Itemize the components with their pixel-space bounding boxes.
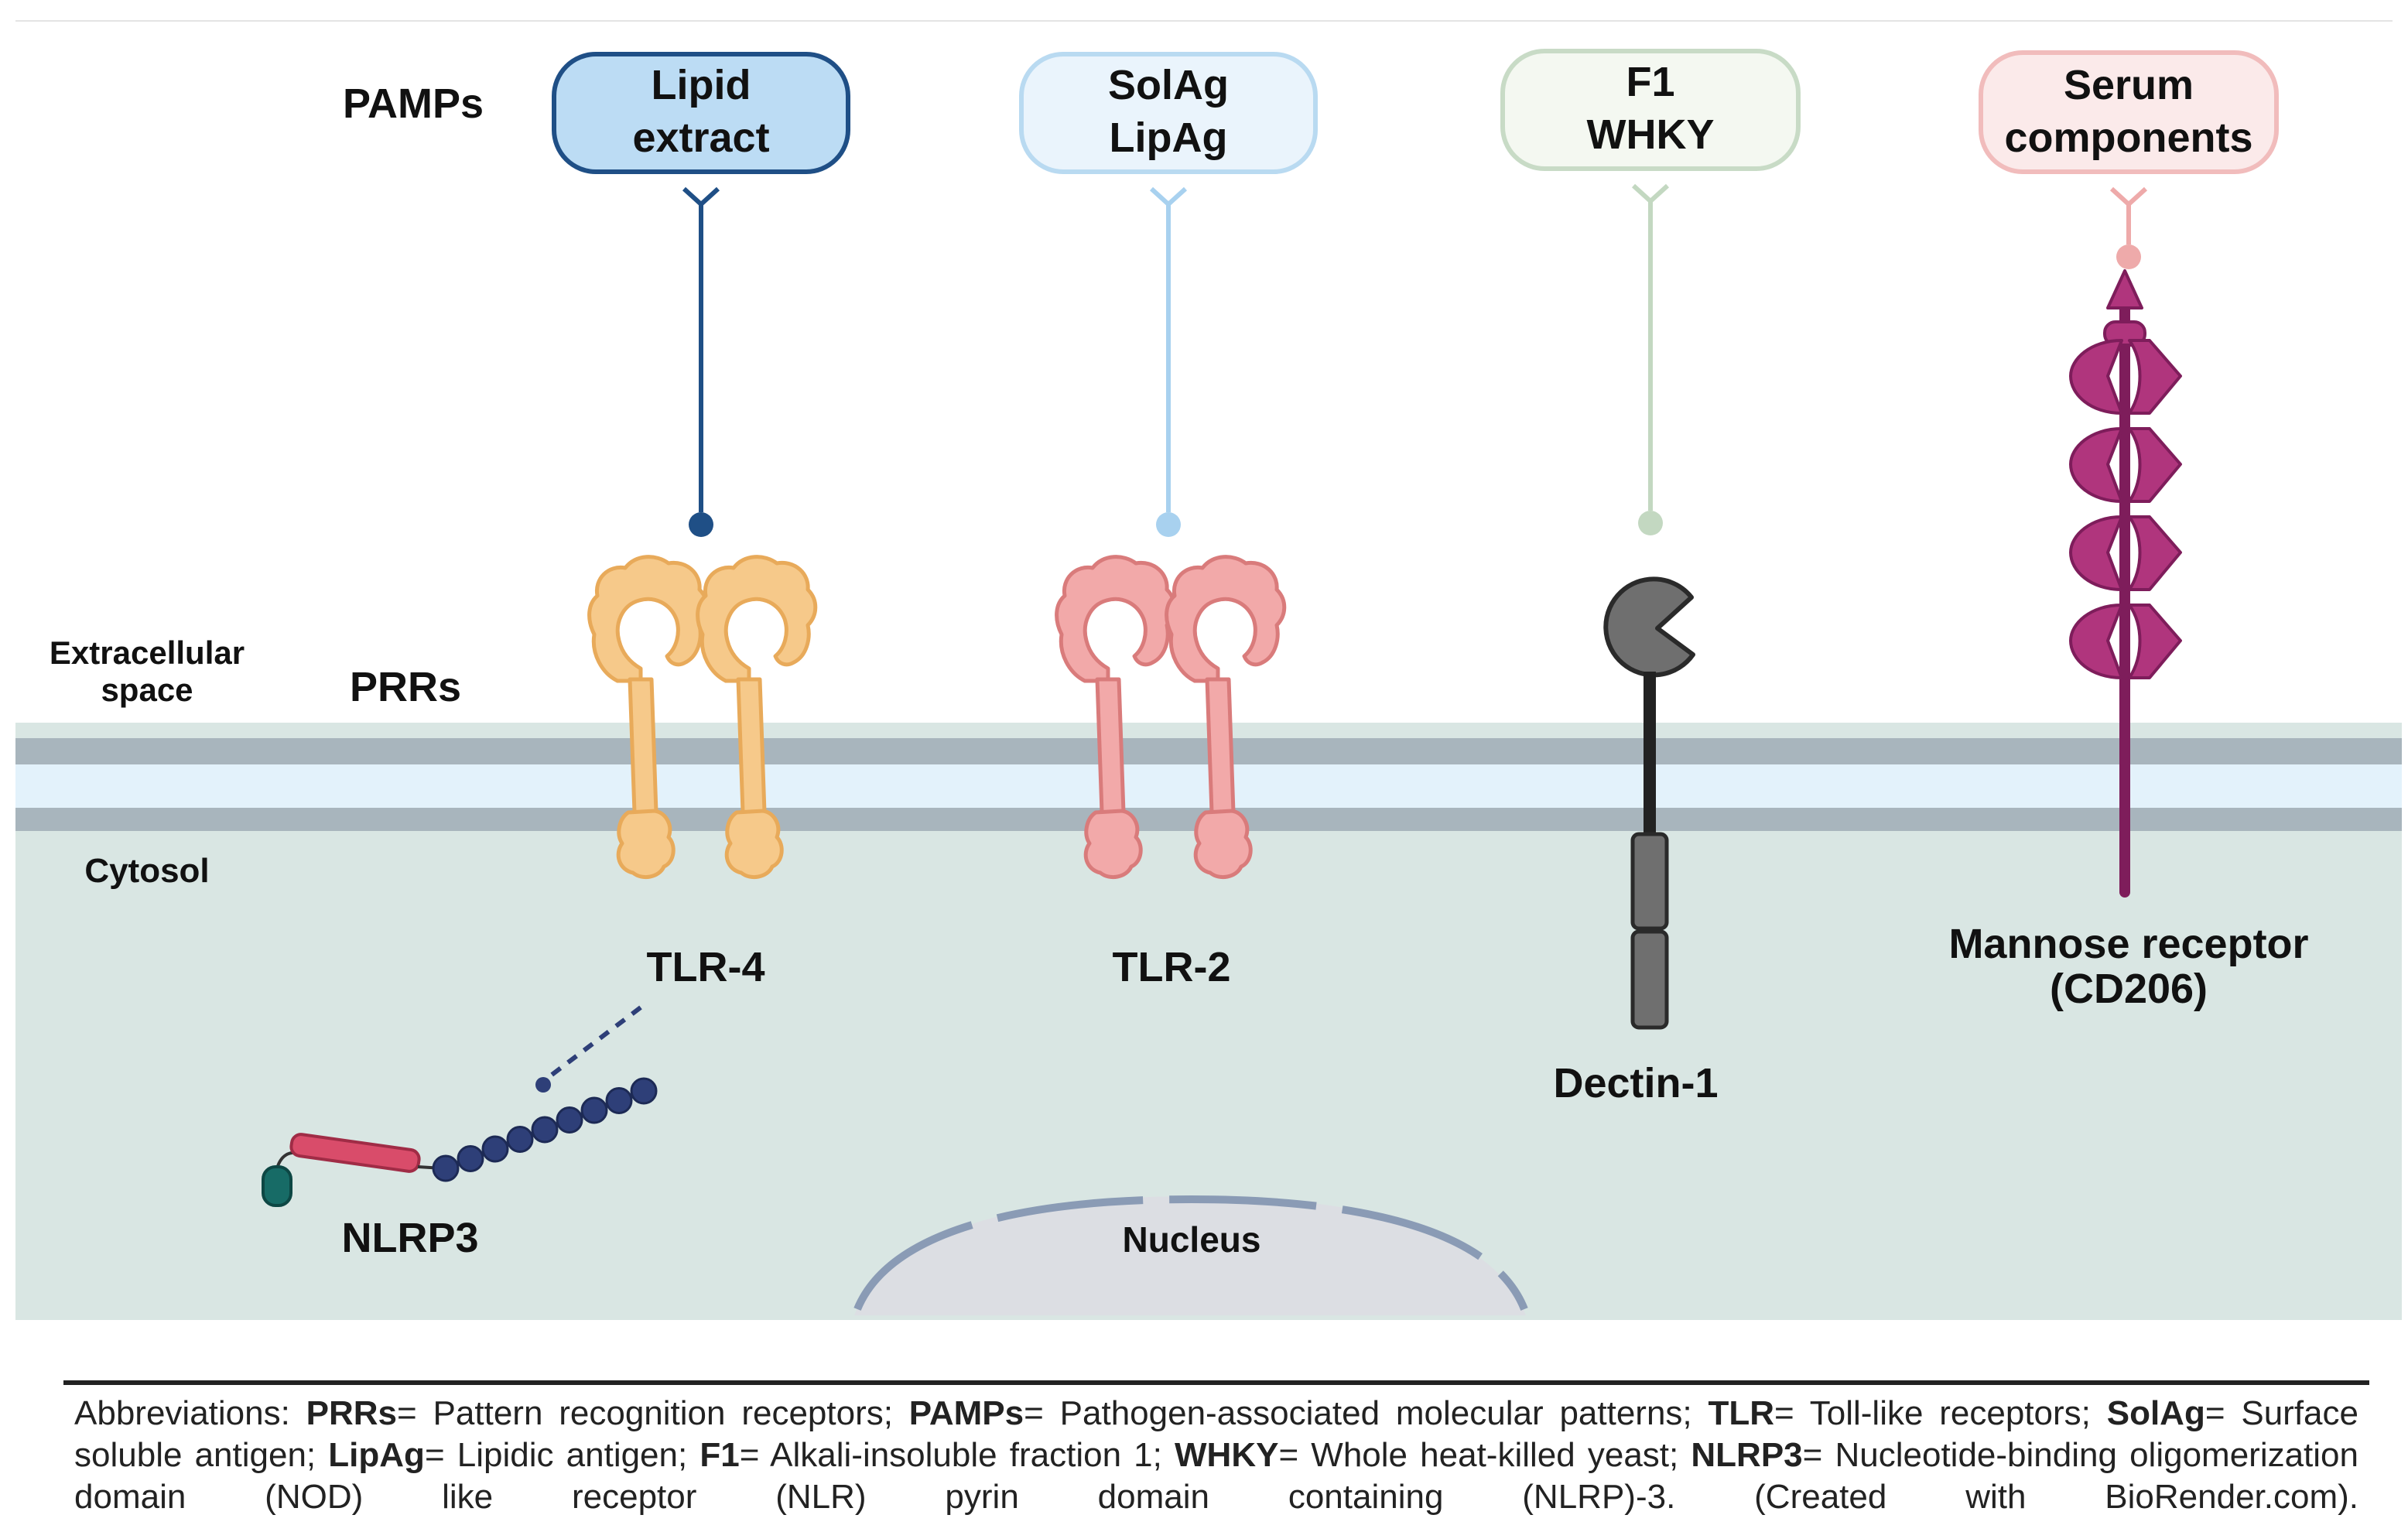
ligand-f1-whky-box [1500, 49, 1801, 171]
nlrp3-lrr-repeats [432, 1077, 658, 1182]
nucleus-shape [854, 1196, 1526, 1315]
ligand-lipid-extract-line1: Lipid [652, 62, 751, 108]
ligand-f1-whky: F1 WHKY [1500, 49, 1801, 535]
mannose-receptor-ctld-domains [2069, 339, 2182, 679]
ligand-solag-lipag: SolAg LipAg [1019, 52, 1318, 537]
dectin1-cytoplasmic-segment-1 [1630, 832, 1669, 931]
top-rule [15, 20, 2393, 22]
mannose-receptor [2069, 269, 2182, 898]
mannose-receptor-ctld-left [2069, 515, 2123, 591]
mannose-receptor-ctld-right [2128, 339, 2182, 415]
mannose-receptor-ctld-left [2069, 339, 2123, 415]
mannose-receptor-cysteine-rich-domain [2106, 269, 2143, 309]
mannose-receptor-ctld-left [2069, 427, 2123, 503]
mannose-receptor-ctld-right [2128, 427, 2182, 503]
tlr4-label: TLR-4 [647, 944, 765, 990]
prrs-label: PRRs [350, 664, 461, 710]
caption-text: = Pathogen-associated molecular patterns… [1024, 1394, 1709, 1432]
nlrp3-lrr-bead [432, 1154, 460, 1182]
caption-text: = Surface soluble antigen; [74, 1394, 2359, 1474]
caption-text: = Toll-like receptors; [1774, 1394, 2107, 1432]
mannose-receptor-ctld-right [2128, 604, 2182, 679]
ligand-serum-components-connector [2109, 186, 2148, 245]
ligand-serum-components: Serum components [1979, 50, 2279, 269]
caption-term: NLRP3 [1691, 1436, 1803, 1474]
nlrp3-lrr-bead [457, 1145, 484, 1172]
caption-text: = Alkali-insoluble fraction 1; [739, 1436, 1175, 1474]
mannose-receptor-ctld-right [2128, 515, 2182, 591]
nlrp3-lrr-bead [580, 1096, 608, 1124]
pamps-label: PAMPs [343, 80, 484, 127]
dectin1-label: Dectin-1 [1553, 1060, 1718, 1106]
nlrp3-lrr-bead [605, 1087, 633, 1114]
ligand-serum-components-box [1979, 50, 2279, 174]
extracellular-space-label-line2: space [101, 672, 193, 708]
nlrp3-lrr-bead [531, 1116, 559, 1144]
nlrp3-lrr-bead [630, 1077, 658, 1105]
ligand-solag-lipag-connector [1149, 186, 1188, 512]
caption-term: F1 [699, 1436, 740, 1474]
ligand-lipid-extract: Lipid extract [552, 52, 850, 537]
ligand-lipid-extract-binding-dot [689, 512, 713, 537]
ligand-f1-whky-line1: F1 [1626, 59, 1674, 105]
extracellular-space-label-line1: Extracellular [50, 634, 245, 671]
nlrp3-lrr-bead [506, 1126, 534, 1153]
ligand-f1-whky-connector [1631, 183, 1670, 511]
nlrp3-label: NLRP3 [341, 1215, 478, 1261]
ligand-solag-lipag-line2: LipAg [1110, 115, 1228, 161]
abbreviations-caption: Abbreviations: PRRs= Pattern recognition… [74, 1393, 2358, 1518]
ligand-serum-components-line2: components [2004, 115, 2252, 161]
ligand-serum-components-line1: Serum [2064, 62, 2194, 108]
ligand-solag-lipag-binding-dot [1156, 512, 1181, 537]
ligand-solag-lipag-line1: SolAg [1108, 62, 1229, 108]
tlr2-label: TLR-2 [1113, 944, 1231, 990]
nlrp3-signal-dot [535, 1077, 551, 1093]
ligand-serum-components-binding-dot [2116, 245, 2141, 269]
caption-term: PRRs [306, 1394, 398, 1432]
mannose-receptor-label-line1: Mannose receptor [1948, 921, 2308, 967]
ligand-f1-whky-line2: WHKY [1587, 111, 1715, 158]
nuclear-envelope [853, 1195, 1528, 1311]
caption-text: = Nucleotide-binding oligomerization dom… [74, 1436, 2359, 1516]
cytosol-label: Cytosol [84, 852, 209, 890]
nlrp3-nacht-domain [289, 1133, 421, 1173]
ligand-f1-whky-binding-dot [1638, 511, 1663, 535]
nlrp3-lrr-bead [481, 1135, 509, 1163]
mannose-receptor-label-line2: (CD206) [2050, 966, 2208, 1012]
caption-term: WHKY [1175, 1436, 1279, 1474]
dectin1-carbohydrate-recognition-domain [1603, 576, 1695, 678]
caption-text: = Pattern recognition receptors; [397, 1394, 909, 1432]
caption-term: LipAg [328, 1436, 425, 1474]
dectin1-cytoplasmic-segment-2 [1630, 929, 1669, 1030]
dectin1-stalk [1644, 672, 1656, 836]
mannose-receptor-ctld-left [2069, 604, 2123, 679]
caption-term: TLR [1708, 1394, 1775, 1432]
nlrp3-lrr-bead [556, 1106, 583, 1134]
ligand-solag-lipag-box [1019, 52, 1318, 174]
ligand-lipid-extract-box [552, 52, 850, 174]
dectin1-receptor [1603, 576, 1695, 1030]
caption-term: SolAg [2106, 1394, 2205, 1432]
ligand-lipid-extract-connector [682, 186, 720, 512]
caption-term: PAMPs [908, 1394, 1024, 1432]
caption-text: = Whole heat-killed yeast; [1278, 1436, 1691, 1474]
nucleus-label: Nucleus [1123, 1219, 1261, 1260]
nlrp3-pyrin-cap [262, 1165, 292, 1207]
caption-rule [63, 1380, 2369, 1385]
ligand-lipid-extract-line2: extract [632, 115, 769, 161]
caption-text: Abbreviations: [74, 1394, 306, 1432]
nlrp3-complex [262, 1005, 658, 1207]
mannose-receptor-stalk [2119, 294, 2130, 898]
caption-text: = Lipidic antigen; [424, 1436, 700, 1474]
